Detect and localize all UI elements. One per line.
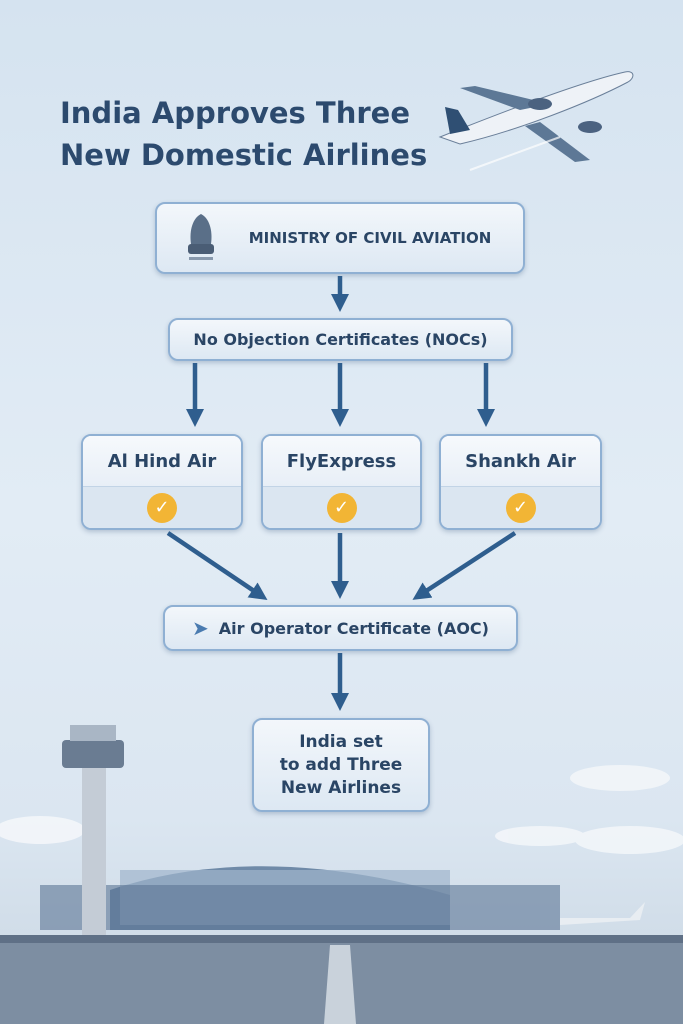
airline-name: Shankh Air — [441, 436, 600, 486]
airline-card: Shankh Air ✓ — [439, 434, 602, 530]
aoc-box: ➤ Air Operator Certificate (AOC) — [163, 605, 518, 651]
page-title: India Approves Three New Domestic Airlin… — [60, 92, 427, 176]
check-icon: ✓ — [326, 492, 357, 523]
ministry-box: MINISTRY OF CIVIL AVIATION — [155, 202, 525, 274]
result-line-2: to add Three — [279, 754, 403, 775]
arrow — [166, 531, 268, 601]
aoc-label: Air Operator Certificate (AOC) — [218, 618, 489, 638]
airline-card: Al Hind Air ✓ — [81, 434, 243, 530]
arrow — [412, 531, 517, 600]
airplane-illustration — [438, 71, 634, 171]
noc-box: No Objection Certificates (NOCs) — [168, 318, 513, 361]
result-line-3: New Airlines — [280, 777, 402, 798]
airline-name: FlyExpress — [263, 436, 420, 486]
title-line-1: India Approves Three — [60, 96, 410, 130]
noc-label: No Objection Certificates (NOCs) — [193, 330, 488, 349]
title-line-2: New Domestic Airlines — [60, 138, 428, 172]
result-box: India set to add Three New Airlines — [252, 718, 430, 812]
airline-name: Al Hind Air — [83, 436, 241, 486]
check-icon: ✓ — [147, 492, 177, 523]
result-line-1: India set — [299, 731, 383, 752]
check-icon: ✓ — [505, 492, 536, 523]
paper-plane-icon: ➤ — [192, 616, 209, 640]
ministry-label: MINISTRY OF CIVIL AVIATION — [248, 229, 492, 247]
airline-card: FlyExpress ✓ — [261, 434, 422, 530]
national-emblem-icon — [188, 214, 214, 260]
